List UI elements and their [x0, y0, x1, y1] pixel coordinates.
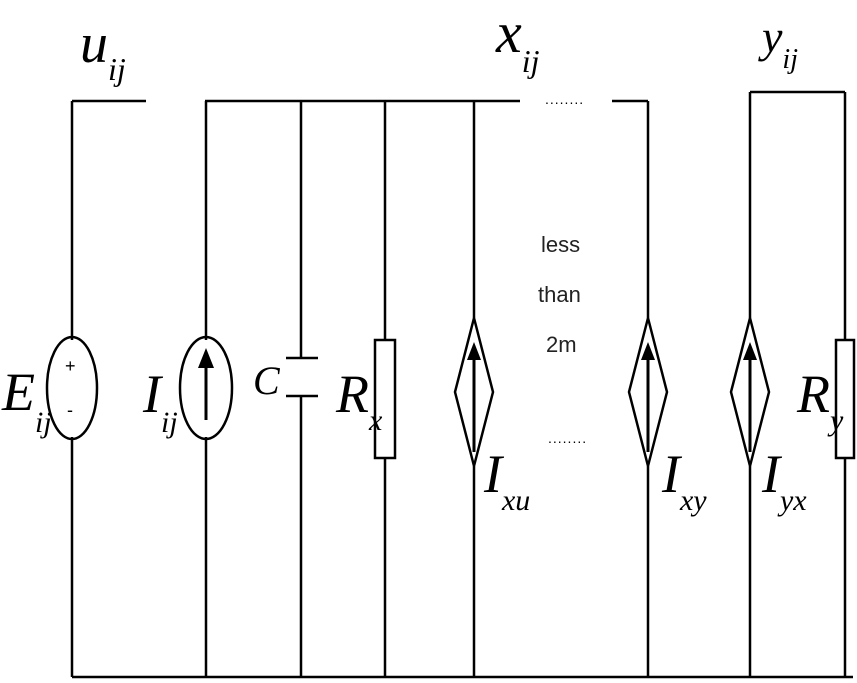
minus-sign: -	[67, 400, 73, 420]
ellipsis-bottom: ........	[548, 430, 587, 446]
resistor-rx	[373, 101, 397, 677]
dependent-source-yx	[729, 92, 771, 677]
dep-source-xu-label: Ixu	[483, 444, 530, 517]
plus-sign: +	[65, 356, 76, 376]
capacitor-label: C	[253, 358, 281, 403]
current-source-i	[178, 101, 234, 677]
resistor-rx-label: Rx	[335, 364, 383, 437]
ellipsis-top: ........	[545, 91, 584, 107]
node-x-label: xij	[495, 0, 540, 79]
dep-source-yx-label: Iyx	[761, 444, 807, 517]
resistor-ry-label: Ry	[796, 364, 844, 437]
dependent-source-xy	[627, 101, 669, 677]
node-y-label: yij	[758, 11, 798, 75]
capacitor	[286, 101, 318, 677]
arrow-up-icon	[467, 342, 481, 360]
annotation-line-3: 2m	[546, 332, 577, 357]
arrow-up-icon	[198, 348, 214, 368]
voltage-source-label: Eij	[1, 362, 52, 439]
dep-source-xy-label: Ixy	[661, 444, 707, 517]
voltage-source-e: + -	[45, 101, 99, 677]
current-source-label: Iij	[142, 364, 178, 439]
dependent-source-xu	[453, 101, 495, 677]
annotation-line-1: less	[541, 232, 580, 257]
annotation-line-2: than	[538, 282, 581, 307]
arrow-up-icon	[743, 342, 757, 360]
node-u-label: uij	[80, 13, 126, 87]
arrow-up-icon	[641, 342, 655, 360]
resistor-ry	[834, 92, 856, 677]
